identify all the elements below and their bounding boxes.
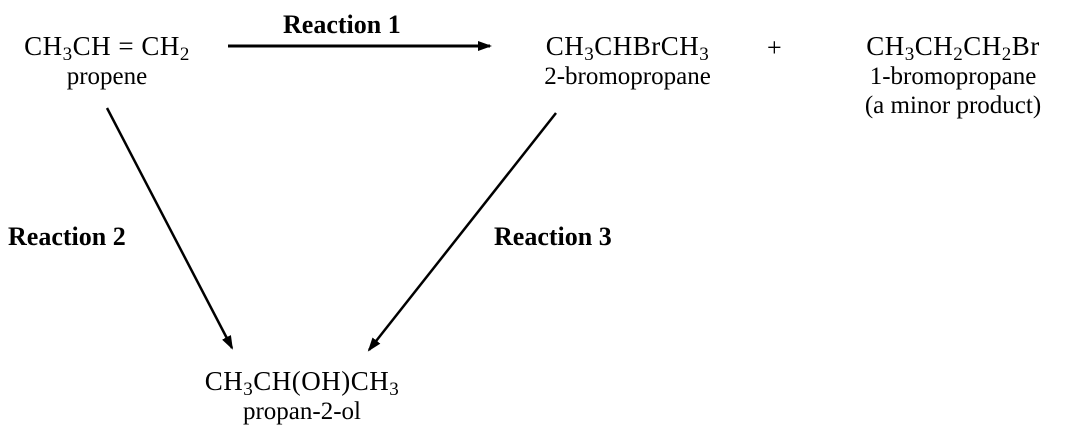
propene-formula: CH3CH = CH2 <box>24 31 190 65</box>
1-bromopropane-formula: CH3CH2CH2Br <box>866 31 1040 65</box>
propene-name: propene <box>66 63 148 90</box>
plus-sign: + <box>767 33 782 62</box>
propan-2-ol-formula: CH3CH(OH)CH3 <box>204 366 400 400</box>
2-bromopropane-name: 2-bromopropane <box>544 63 711 90</box>
reaction-1-label: Reaction 1 <box>283 10 401 39</box>
reaction-2-label: Reaction 2 <box>8 222 126 251</box>
reaction-2-arrow <box>105 107 234 350</box>
reaction-3-arrow <box>367 112 557 352</box>
propan-2-ol-name: propan-2-ol <box>242 398 362 425</box>
reaction-3-label: Reaction 3 <box>494 222 612 251</box>
2-bromopropane-compound: CH3CHBrCH3 2-bromopropane <box>520 31 735 90</box>
minor-product-note: (a minor product) <box>864 92 1042 119</box>
2-bromopropane-formula: CH3CHBrCH3 <box>545 31 710 65</box>
propene-compound: CH3CH = CH2 propene <box>12 31 202 90</box>
1-bromopropane-name: 1-bromopropane <box>869 63 1037 90</box>
propan-2-ol-compound: CH3CH(OH)CH3 propan-2-ol <box>182 366 422 425</box>
1-bromopropane-compound: CH3CH2CH2Br 1-bromopropane (a minor prod… <box>845 31 1061 119</box>
